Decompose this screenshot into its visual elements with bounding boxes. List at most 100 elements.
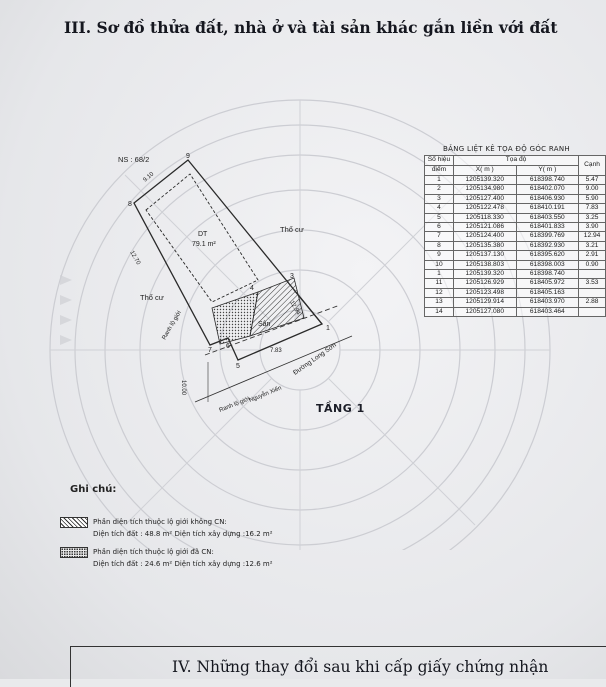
- coord-table-title: BẢNG LIỆT KÊ TỌA ĐỘ GÓC RANH: [443, 145, 570, 153]
- table-cell-edge: 9.00: [578, 184, 606, 195]
- table-cell-edge: 5.47: [578, 174, 606, 186]
- table-cell-x: 1205124.400: [452, 231, 517, 242]
- tho-cu-left: Thổ cư: [140, 293, 164, 302]
- table-cell-x: 1205118.330: [452, 212, 517, 224]
- table-cell-edge: [578, 287, 606, 299]
- notes-title: Ghi chú:: [70, 484, 117, 495]
- table-cell-x: 1205139.320: [452, 269, 517, 280]
- col-x: X( m ): [452, 165, 517, 176]
- table-cell-y: 618401.833: [515, 222, 580, 233]
- table-cell-id: 7: [424, 231, 454, 242]
- table-cell-y: 618398.740: [515, 269, 580, 280]
- table-cell-id: 8: [424, 240, 454, 252]
- table-cell-x: 1205139.320: [452, 174, 517, 186]
- table-cell-edge: [578, 269, 606, 280]
- section4-title: IV. Những thay đổi sau khi cấp giấy chứn…: [172, 658, 549, 676]
- table-cell-y: 618402.070: [515, 184, 580, 195]
- table-cell-y: 618406.930: [515, 193, 580, 205]
- dim-bottom: 7.83: [270, 348, 282, 354]
- table-cell-x: 1205134.980: [452, 184, 517, 195]
- coord-table: Số hiệu Tọa độ Cạnh điểm X( m ) Y( m ) 1…: [424, 155, 606, 318]
- legend2-area: Diện tích đất : 24.6 m² Diện tích xây dự…: [93, 560, 273, 568]
- floor-label: TẦNG 1: [316, 402, 365, 415]
- table-cell-id: 1: [424, 269, 454, 280]
- svg-text:6: 6: [226, 343, 230, 350]
- table-cell-edge: 3.90: [578, 222, 606, 233]
- duong-long-son-label: Đường Long Sơn: [292, 342, 338, 377]
- table-cell-id: 4: [424, 203, 454, 214]
- section3-title: III. Sơ đồ thửa đất, nhà ở và tài sản kh…: [64, 18, 558, 37]
- table-cell-id: 13: [424, 297, 454, 308]
- legend1-label: Phần diện tích thuộc lộ giới không CN:: [93, 518, 227, 526]
- col-y: Y( m ): [515, 165, 580, 176]
- table-cell-y: 618398.003: [515, 259, 580, 271]
- hatch-swatch: [60, 517, 88, 528]
- svg-text:1: 1: [326, 325, 330, 332]
- table-cell-x: 1205127.080: [452, 306, 517, 318]
- table-cell-x: 1205122.478: [452, 203, 517, 214]
- legend2-label: Phần diện tích thuộc lộ giới đã CN:: [93, 548, 214, 556]
- col-canh: Cạnh: [578, 155, 606, 176]
- table-cell-edge: 3.25: [578, 212, 606, 224]
- ns-label: NS : 68/2: [118, 155, 149, 164]
- table-cell-id: 3: [424, 193, 454, 205]
- area-label: 79.1 m²: [192, 241, 216, 248]
- dim-left: 12.70: [128, 250, 141, 267]
- table-cell-x: 1205127.400: [452, 193, 517, 205]
- table-cell-id: 14: [424, 306, 454, 318]
- table-cell-edge: 5.90: [578, 193, 606, 205]
- table-cell-id: 11: [424, 278, 454, 289]
- table-cell-id: 5: [424, 212, 454, 224]
- table-cell-x: 1205137.130: [452, 250, 517, 261]
- table-cell-x: 1205123.498: [452, 287, 517, 299]
- table-cell-x: 1205129.914: [452, 297, 517, 308]
- table-cell-edge: 2.91: [578, 250, 606, 261]
- svg-text:7: 7: [208, 347, 212, 354]
- table-cell-edge: 7.83: [578, 203, 606, 214]
- table-cell-y: 618410.191: [515, 203, 580, 214]
- dots-swatch: [60, 547, 88, 558]
- legend1-area: Diện tích đất : 48.8 m² Diện tích xây dự…: [93, 530, 273, 538]
- table-cell-x: 1205135.380: [452, 240, 517, 252]
- ranh-label: Ranh lộ giới: [162, 310, 183, 341]
- table-cell-id: 6: [424, 222, 454, 233]
- table-cell-y: 618405.163: [515, 287, 580, 299]
- table-cell-id: 10: [424, 259, 454, 271]
- dim-top: 9.10: [142, 171, 155, 184]
- table-cell-edge: 3.21: [578, 240, 606, 252]
- section4-box: [70, 646, 606, 687]
- col-so-hieu: Số hiệu: [424, 155, 454, 166]
- table-cell-edge: 2.88: [578, 297, 606, 308]
- table-cell-y: 618398.740: [515, 174, 580, 186]
- table-cell-edge: 0.90: [578, 259, 606, 271]
- san-label: Sân: [258, 321, 271, 328]
- table-cell-edge: 12.94: [578, 231, 606, 242]
- table-cell-x: 1205126.929: [452, 278, 517, 289]
- table-cell-y: 618403.550: [515, 212, 580, 224]
- nguyen-xien-label: Nguyễn Xiển: [248, 384, 282, 403]
- table-cell-x: 1205121.086: [452, 222, 517, 233]
- svg-text:5: 5: [236, 363, 240, 370]
- ranh-lo-gioi-bottom: Ranh lộ giới: [219, 396, 251, 414]
- col-diem: điểm: [424, 165, 454, 176]
- table-cell-y: 618403.970: [515, 297, 580, 308]
- col-toa-do: Tọa độ: [452, 155, 580, 166]
- parcel-plan: 8 9 1 5 6 7 4 3 NS : 68/2 DT 79.1 m² Thổ…: [118, 153, 353, 414]
- table-cell-id: 12: [424, 287, 454, 299]
- parcel-boundary: [133, 159, 324, 361]
- table-cell-id: 2: [424, 184, 454, 195]
- table-cell-y: 618403.464: [515, 306, 580, 318]
